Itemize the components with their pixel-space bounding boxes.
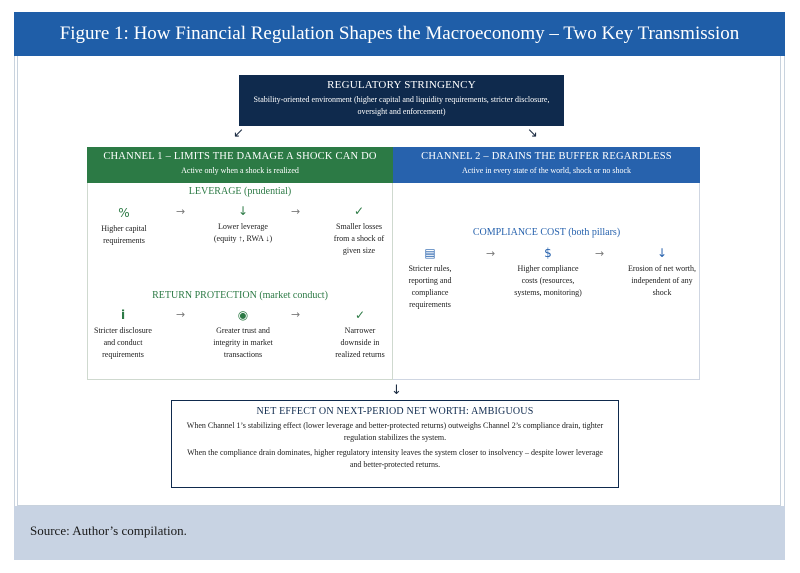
check-icon: ✓	[354, 308, 366, 322]
flow-arrow: →	[486, 247, 496, 260]
check-icon: ✓	[353, 204, 365, 218]
leverage-node-3: ✓ Smaller losses from a shock of given s…	[329, 203, 389, 257]
return-node-3-text: Narrower downside in realized returns	[335, 326, 385, 359]
net-effect-box: NET EFFECT ON NEXT-PERIOD NET WORTH: AMB…	[171, 400, 619, 488]
return-protection-title: RETURN PROTECTION (market conduct)	[152, 290, 328, 301]
compliance-node-2: $ Higher compliance costs (resources, sy…	[513, 245, 583, 299]
leverage-node-1: % Higher capital requirements	[92, 205, 156, 247]
dollar-icon: $	[544, 246, 552, 260]
compliance-node-1: ▤ Stricter rules, reporting and complian…	[398, 245, 462, 311]
channel2-body	[393, 183, 700, 380]
channel1-body	[87, 183, 393, 380]
source-note: Source: Author’s compilation.	[14, 506, 785, 560]
compliance-node-2-text: Higher compliance costs (resources, syst…	[514, 264, 582, 297]
channel2-title: CHANNEL 2 – DRAINS THE BUFFER REGARDLESS	[421, 151, 672, 162]
net-effect-paragraph-2: When the compliance drain dominates, hig…	[187, 448, 603, 469]
compliance-cost-title: COMPLIANCE COST (both pillars)	[472, 227, 621, 238]
channel1-header: CHANNEL 1 – LIMITS THE DAMAGE A SHOCK CA…	[87, 147, 393, 183]
flow-arrow: →	[176, 308, 186, 321]
down-arrow-icon: ↓	[656, 246, 668, 260]
regulatory-stringency-box: REGULATORY STRINGENCY Stability-oriented…	[239, 75, 564, 126]
figure-title: Figure 1: How Financial Regulation Shape…	[14, 12, 785, 88]
compliance-node-1-text: Stricter rules, reporting and compliance…	[408, 264, 452, 309]
percent-icon: %	[118, 206, 130, 220]
info-icon: i	[120, 308, 126, 322]
target-icon: ◉	[237, 308, 249, 322]
return-node-1: i Stricter disclosure and conduct requir…	[90, 307, 156, 361]
channel2-header: CHANNEL 2 – DRAINS THE BUFFER REGARDLESS…	[393, 147, 700, 183]
net-effect-paragraph-1: When Channel 1’s stabilizing effect (low…	[186, 421, 604, 442]
channel2-subtitle: Active in every state of the world, shoc…	[461, 166, 632, 175]
regulatory-title: REGULATORY STRINGENCY	[327, 79, 476, 91]
compliance-node-3-text: Erosion of net worth, independent of any…	[628, 264, 696, 297]
return-node-2: ◉ Greater trust and integrity in market …	[210, 307, 276, 361]
leverage-node-1-text: Higher capital requirements	[101, 224, 147, 245]
flow-arrow: →	[176, 205, 186, 218]
document-icon: ▤	[424, 246, 436, 260]
leverage-node-2-text: Lower leverage (equity ↑, RWA ↓)	[213, 222, 273, 243]
flow-arrow: →	[291, 205, 301, 218]
channel1-title: CHANNEL 1 – LIMITS THE DAMAGE A SHOCK CA…	[103, 151, 377, 162]
leverage-node-2: ↓ Lower leverage (equity ↑, RWA ↓)	[212, 203, 274, 245]
return-node-1-text: Stricter disclosure and conduct requirem…	[94, 326, 152, 359]
arrow-to-net-effect: ↓	[391, 383, 402, 398]
down-arrow-icon: ↓	[237, 204, 249, 218]
channel1-subtitle: Active only when a shock is realized	[181, 166, 299, 175]
leverage-node-3-text: Smaller losses from a shock of given siz…	[333, 222, 385, 255]
diagram-area	[17, 56, 781, 506]
flow-arrow: →	[291, 308, 301, 321]
arrow-to-channel2: ↘	[527, 126, 538, 141]
return-node-3: ✓ Narrower downside in realized returns	[329, 307, 391, 361]
regulatory-description: Stability-oriented environment (higher c…	[253, 95, 550, 116]
net-effect-title: NET EFFECT ON NEXT-PERIOD NET WORTH: AMB…	[256, 406, 534, 417]
return-node-2-text: Greater trust and integrity in market tr…	[213, 326, 273, 359]
leverage-title: LEVERAGE (prudential)	[188, 186, 292, 197]
flow-arrow: →	[595, 247, 605, 260]
arrow-to-channel1: ↙	[233, 126, 244, 141]
compliance-node-3: ↓ Erosion of net worth, independent of a…	[628, 245, 696, 299]
